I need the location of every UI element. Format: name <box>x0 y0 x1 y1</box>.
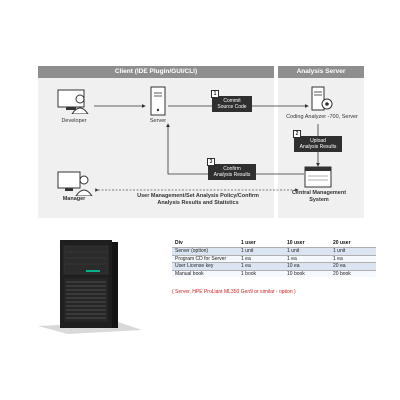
table-cell: 20 ea <box>330 262 376 270</box>
coding-analyzer-icon <box>311 86 333 111</box>
central-management-system-icon <box>304 166 332 188</box>
step-2-line2: Analysis Results <box>299 144 337 150</box>
architecture-diagram: Client (IDE Plugin/GUI/CLI) Analysis Ser… <box>38 66 364 218</box>
table-row: Manual book 1 book 10 book 20 book <box>172 269 376 277</box>
manager-link-line1: User Management/Set Analysis Policy/Conf… <box>137 193 259 199</box>
table-cell: 10 book <box>284 269 330 277</box>
server-label: Server <box>149 118 167 124</box>
table-cell: User License key <box>172 262 238 270</box>
step-3-number: 3 <box>207 158 215 166</box>
table-row: User License key 1 ea 10 ea 20 ea <box>172 262 376 270</box>
header-1-user: 1 user <box>241 240 256 246</box>
table-cell: 1 ea <box>238 254 284 263</box>
table-cell: Server (option) <box>172 247 238 255</box>
table-cell: 1 unit <box>238 247 284 255</box>
table-cell: 1 ea <box>238 262 284 270</box>
step-3-line2: Analysis Results <box>213 172 251 178</box>
spec-table-header-row: Div 1 user 10 user 20 user <box>172 239 376 248</box>
manager-link-line2: Analysis Results and Statistics <box>157 200 239 206</box>
confirm-arrow <box>166 123 304 175</box>
header-div: Div <box>175 240 183 246</box>
manager-label: Manager <box>62 196 86 202</box>
coding-analyzer-label: Coding Analyzer -700, Server <box>286 114 358 120</box>
step-1-number: 1 <box>211 90 219 98</box>
server-option-note: ( Server, HPE ProLiant ML350 Gen9 or sim… <box>172 289 296 295</box>
table-row: Server (option) 1 unit 1 unit 1 unit <box>172 247 376 255</box>
analysis-server-panel-title: Analysis Server <box>278 66 364 78</box>
spec-table-wrap: Div 1 user 10 user 20 user Server (optio… <box>172 239 376 277</box>
table-cell: 1 unit <box>330 247 376 255</box>
step-3-line1: Confirm <box>223 166 241 172</box>
header-20-user: 20 user <box>333 240 351 246</box>
cms-label-line1: Central Management <box>291 190 347 196</box>
manager-icon <box>57 171 93 196</box>
table-row: Program CD for Server 1 ea 1 ea 1 ea <box>172 254 376 263</box>
server-icon <box>150 86 166 116</box>
server-tower-image <box>38 240 142 334</box>
table-cell: Manual book <box>172 269 238 277</box>
step-1-line2: Source Code <box>217 104 247 110</box>
developer-icon <box>57 89 89 114</box>
header-10-user: 10 user <box>287 240 305 246</box>
table-cell: 1 ea <box>284 254 330 263</box>
step-2-line1: Upload <box>310 138 326 144</box>
cms-label-line2: System <box>309 197 329 203</box>
client-panel-title: Client (IDE Plugin/GUI/CLI) <box>38 66 274 78</box>
table-cell: Program CD for Server <box>172 254 238 263</box>
table-cell: 1 unit <box>284 247 330 255</box>
table-cell: 1 ea <box>330 254 376 263</box>
table-cell: 1 book <box>238 269 284 277</box>
step-1-line1: Commit <box>223 98 241 104</box>
table-cell: 10 ea <box>284 262 330 270</box>
developer-label: Developer <box>61 118 87 124</box>
spec-table: Div 1 user 10 user 20 user Server (optio… <box>172 239 376 277</box>
step-2-number: 2 <box>293 130 301 138</box>
table-cell: 20 book <box>330 269 376 277</box>
